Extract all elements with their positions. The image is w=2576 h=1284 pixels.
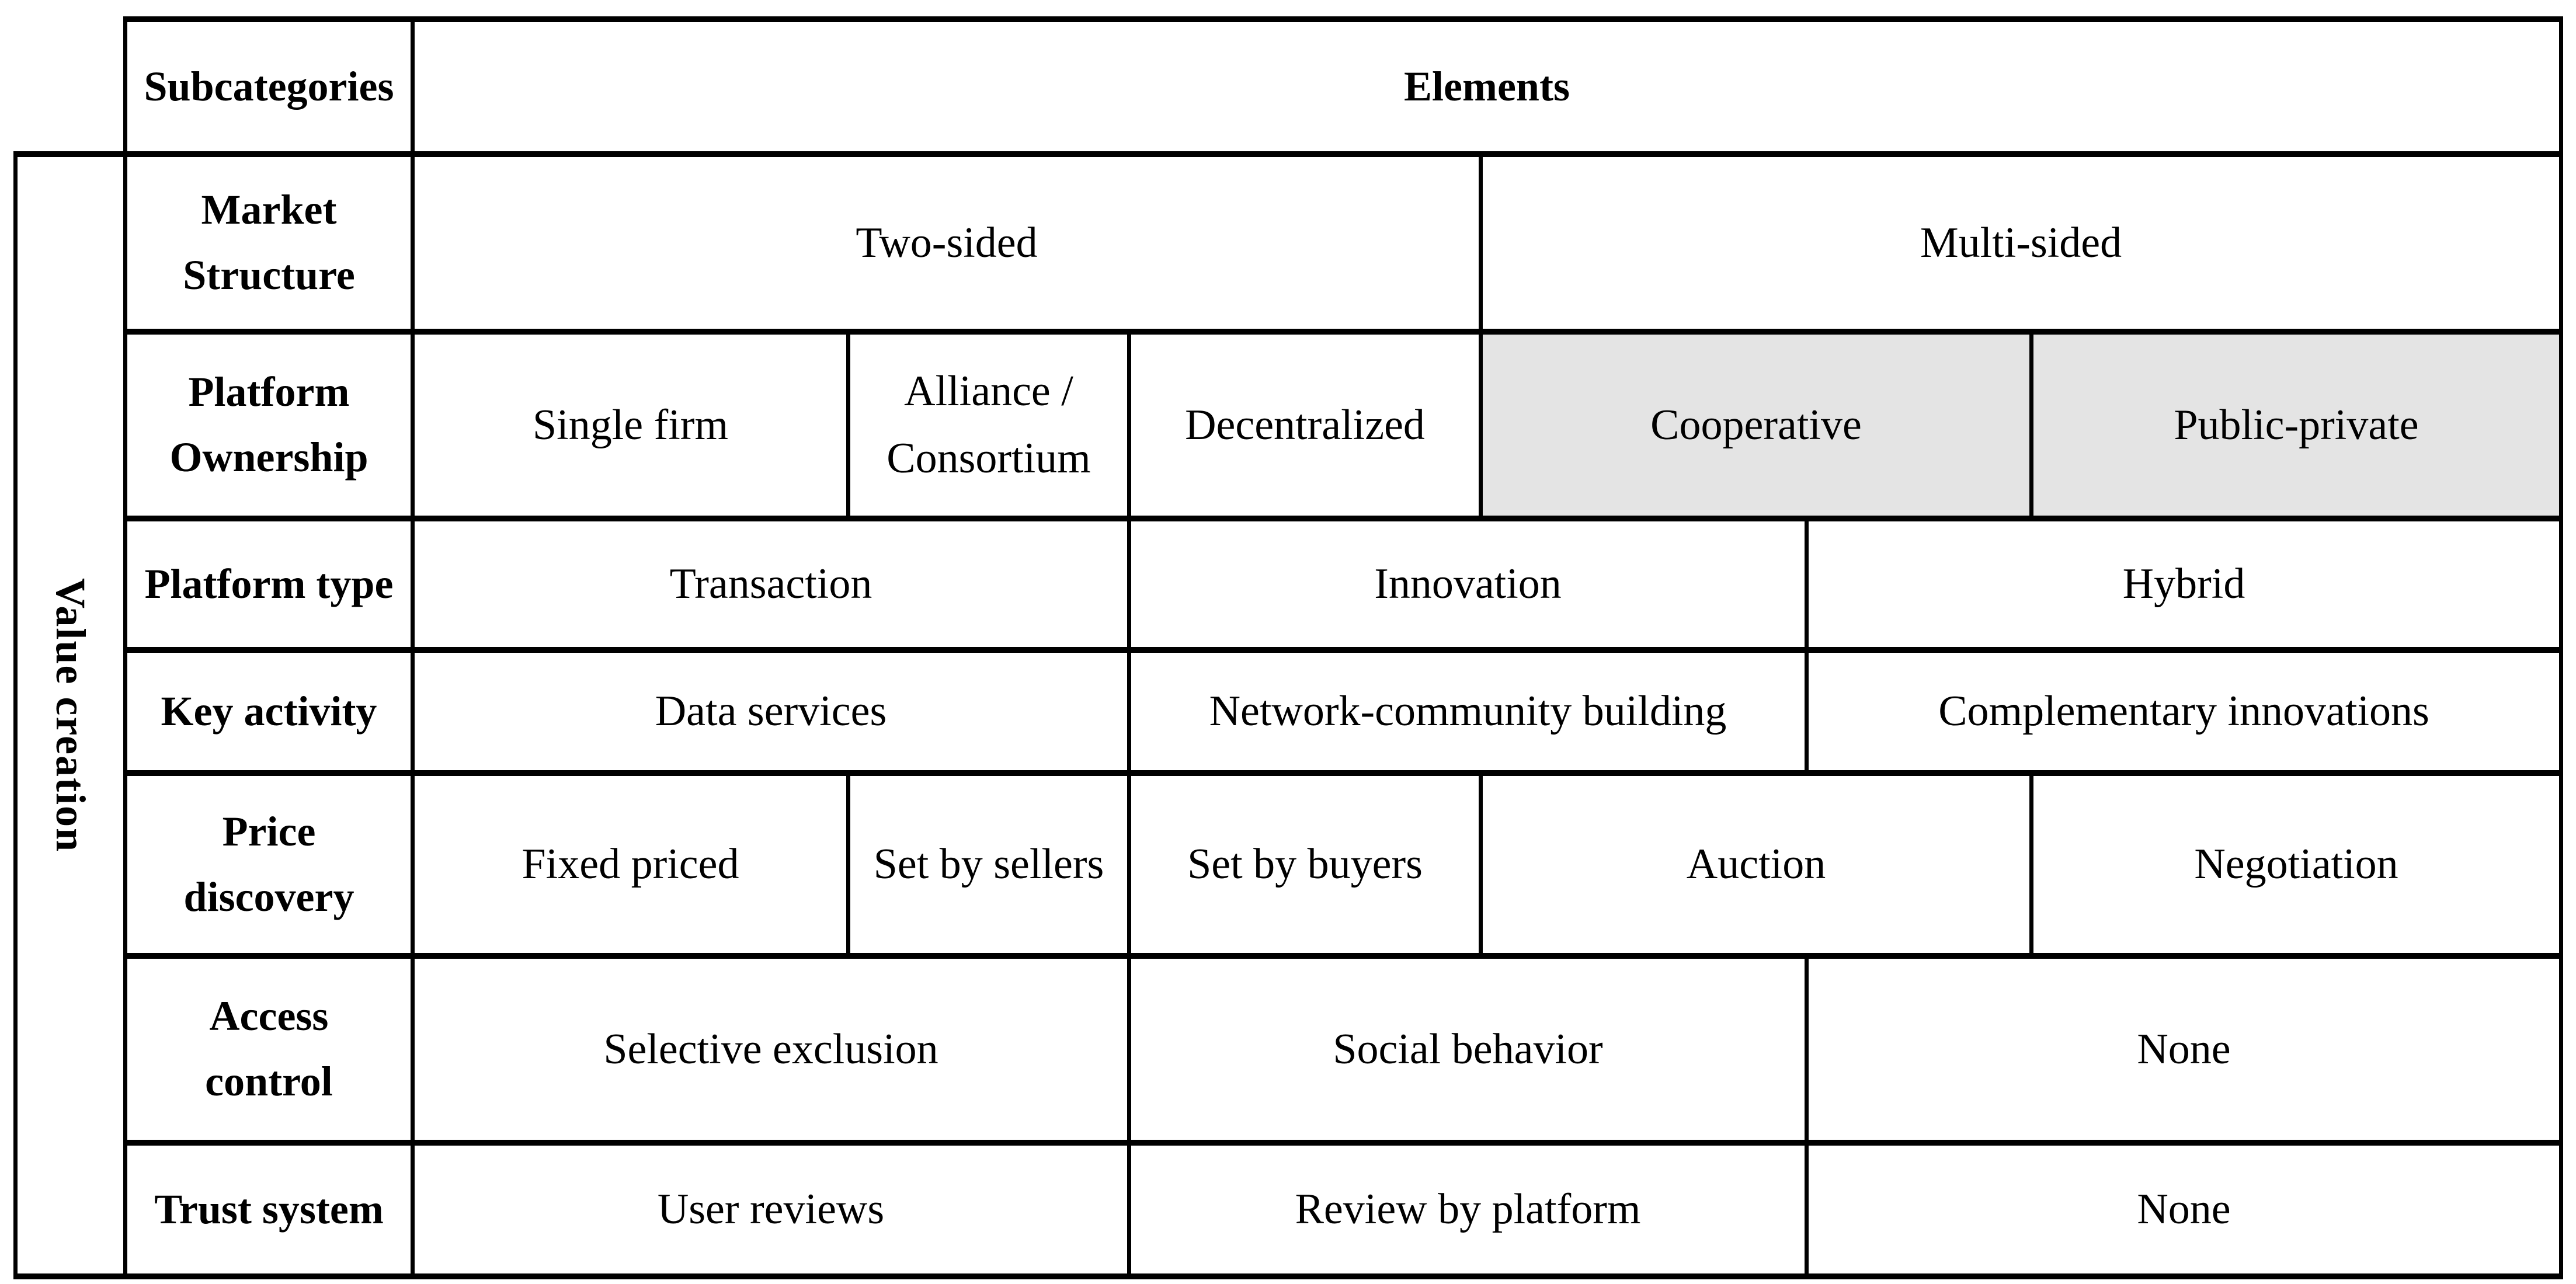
header-elements: Elements — [411, 16, 2563, 151]
cell-two-sided: Two-sided — [411, 151, 1479, 329]
cell-complementary-innovations: Complementary innovations — [1805, 647, 2563, 770]
cell-trust-system-none: None — [1805, 1140, 2563, 1279]
cell-decentralized: Decentralized — [1127, 329, 1479, 516]
cell-social-behavior: Social behavior — [1127, 953, 1805, 1140]
cell-negotiation: Negotiation — [2029, 770, 2563, 953]
cell-set-by-buyers: Set by buyers — [1127, 770, 1479, 953]
row-label-market-structure: Market Structure — [123, 151, 411, 329]
cell-selective-exclusion: Selective exclusion — [411, 953, 1127, 1140]
cell-single-firm: Single firm — [411, 329, 846, 516]
cell-data-services: Data services — [411, 647, 1127, 770]
row-label-platform-ownership: Platform Ownership — [123, 329, 411, 516]
cell-fixed-priced: Fixed priced — [411, 770, 846, 953]
cell-access-control-none: None — [1805, 953, 2563, 1140]
row-label-platform-type: Platform type — [123, 516, 411, 647]
cell-innovation: Innovation — [1127, 516, 1805, 647]
cell-transaction: Transaction — [411, 516, 1127, 647]
row-label-key-activity: Key activity — [123, 647, 411, 770]
row-label-trust-system: Trust system — [123, 1140, 411, 1279]
cell-alliance-consortium: Alliance / Consortium — [846, 329, 1127, 516]
row-label-access-control: Access control — [123, 953, 411, 1140]
cell-multi-sided: Multi-sided — [1479, 151, 2563, 329]
row-label-price-discovery: Price discovery — [123, 770, 411, 953]
cell-cooperative-highlighted: Cooperative — [1479, 329, 2029, 516]
cell-auction: Auction — [1479, 770, 2029, 953]
category-label-value-creation: Value creation — [47, 578, 94, 852]
header-subcategories: Subcategories — [123, 16, 411, 151]
cell-public-private-highlighted: Public-private — [2029, 329, 2563, 516]
cell-review-by-platform: Review by platform — [1127, 1140, 1805, 1279]
cell-hybrid: Hybrid — [1805, 516, 2563, 647]
header-corner-spacer — [13, 16, 123, 151]
category-cell-value-creation: Value creation — [13, 151, 123, 1279]
cell-user-reviews: User reviews — [411, 1140, 1127, 1279]
taxonomy-table: Subcategories Elements Value creation Ma… — [13, 16, 2563, 1279]
cell-network-community-building: Network-community building — [1127, 647, 1805, 770]
cell-set-by-sellers: Set by sellers — [846, 770, 1127, 953]
